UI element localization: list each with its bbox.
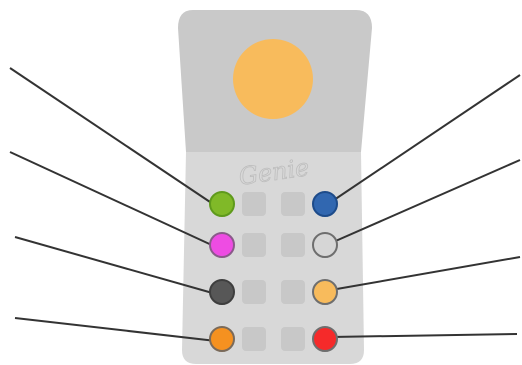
light-orange-button <box>313 280 337 304</box>
button-slot-1-2 <box>281 192 305 216</box>
green-button <box>210 192 234 216</box>
orange-button <box>210 327 234 351</box>
button-slot-3-1 <box>242 280 266 304</box>
magenta-button <box>210 233 234 257</box>
button-slot-4-1 <box>242 327 266 351</box>
dark-gray-button <box>210 280 234 304</box>
button-slot-3-2 <box>281 280 305 304</box>
button-slot-2-2 <box>281 233 305 257</box>
button-slot-2-1 <box>242 233 266 257</box>
button-slot-1-1 <box>242 192 266 216</box>
light-gray-button <box>313 233 337 257</box>
sensor-circle <box>233 39 313 119</box>
button-slot-4-2 <box>281 327 305 351</box>
red-button <box>313 327 337 351</box>
blue-button <box>313 192 337 216</box>
